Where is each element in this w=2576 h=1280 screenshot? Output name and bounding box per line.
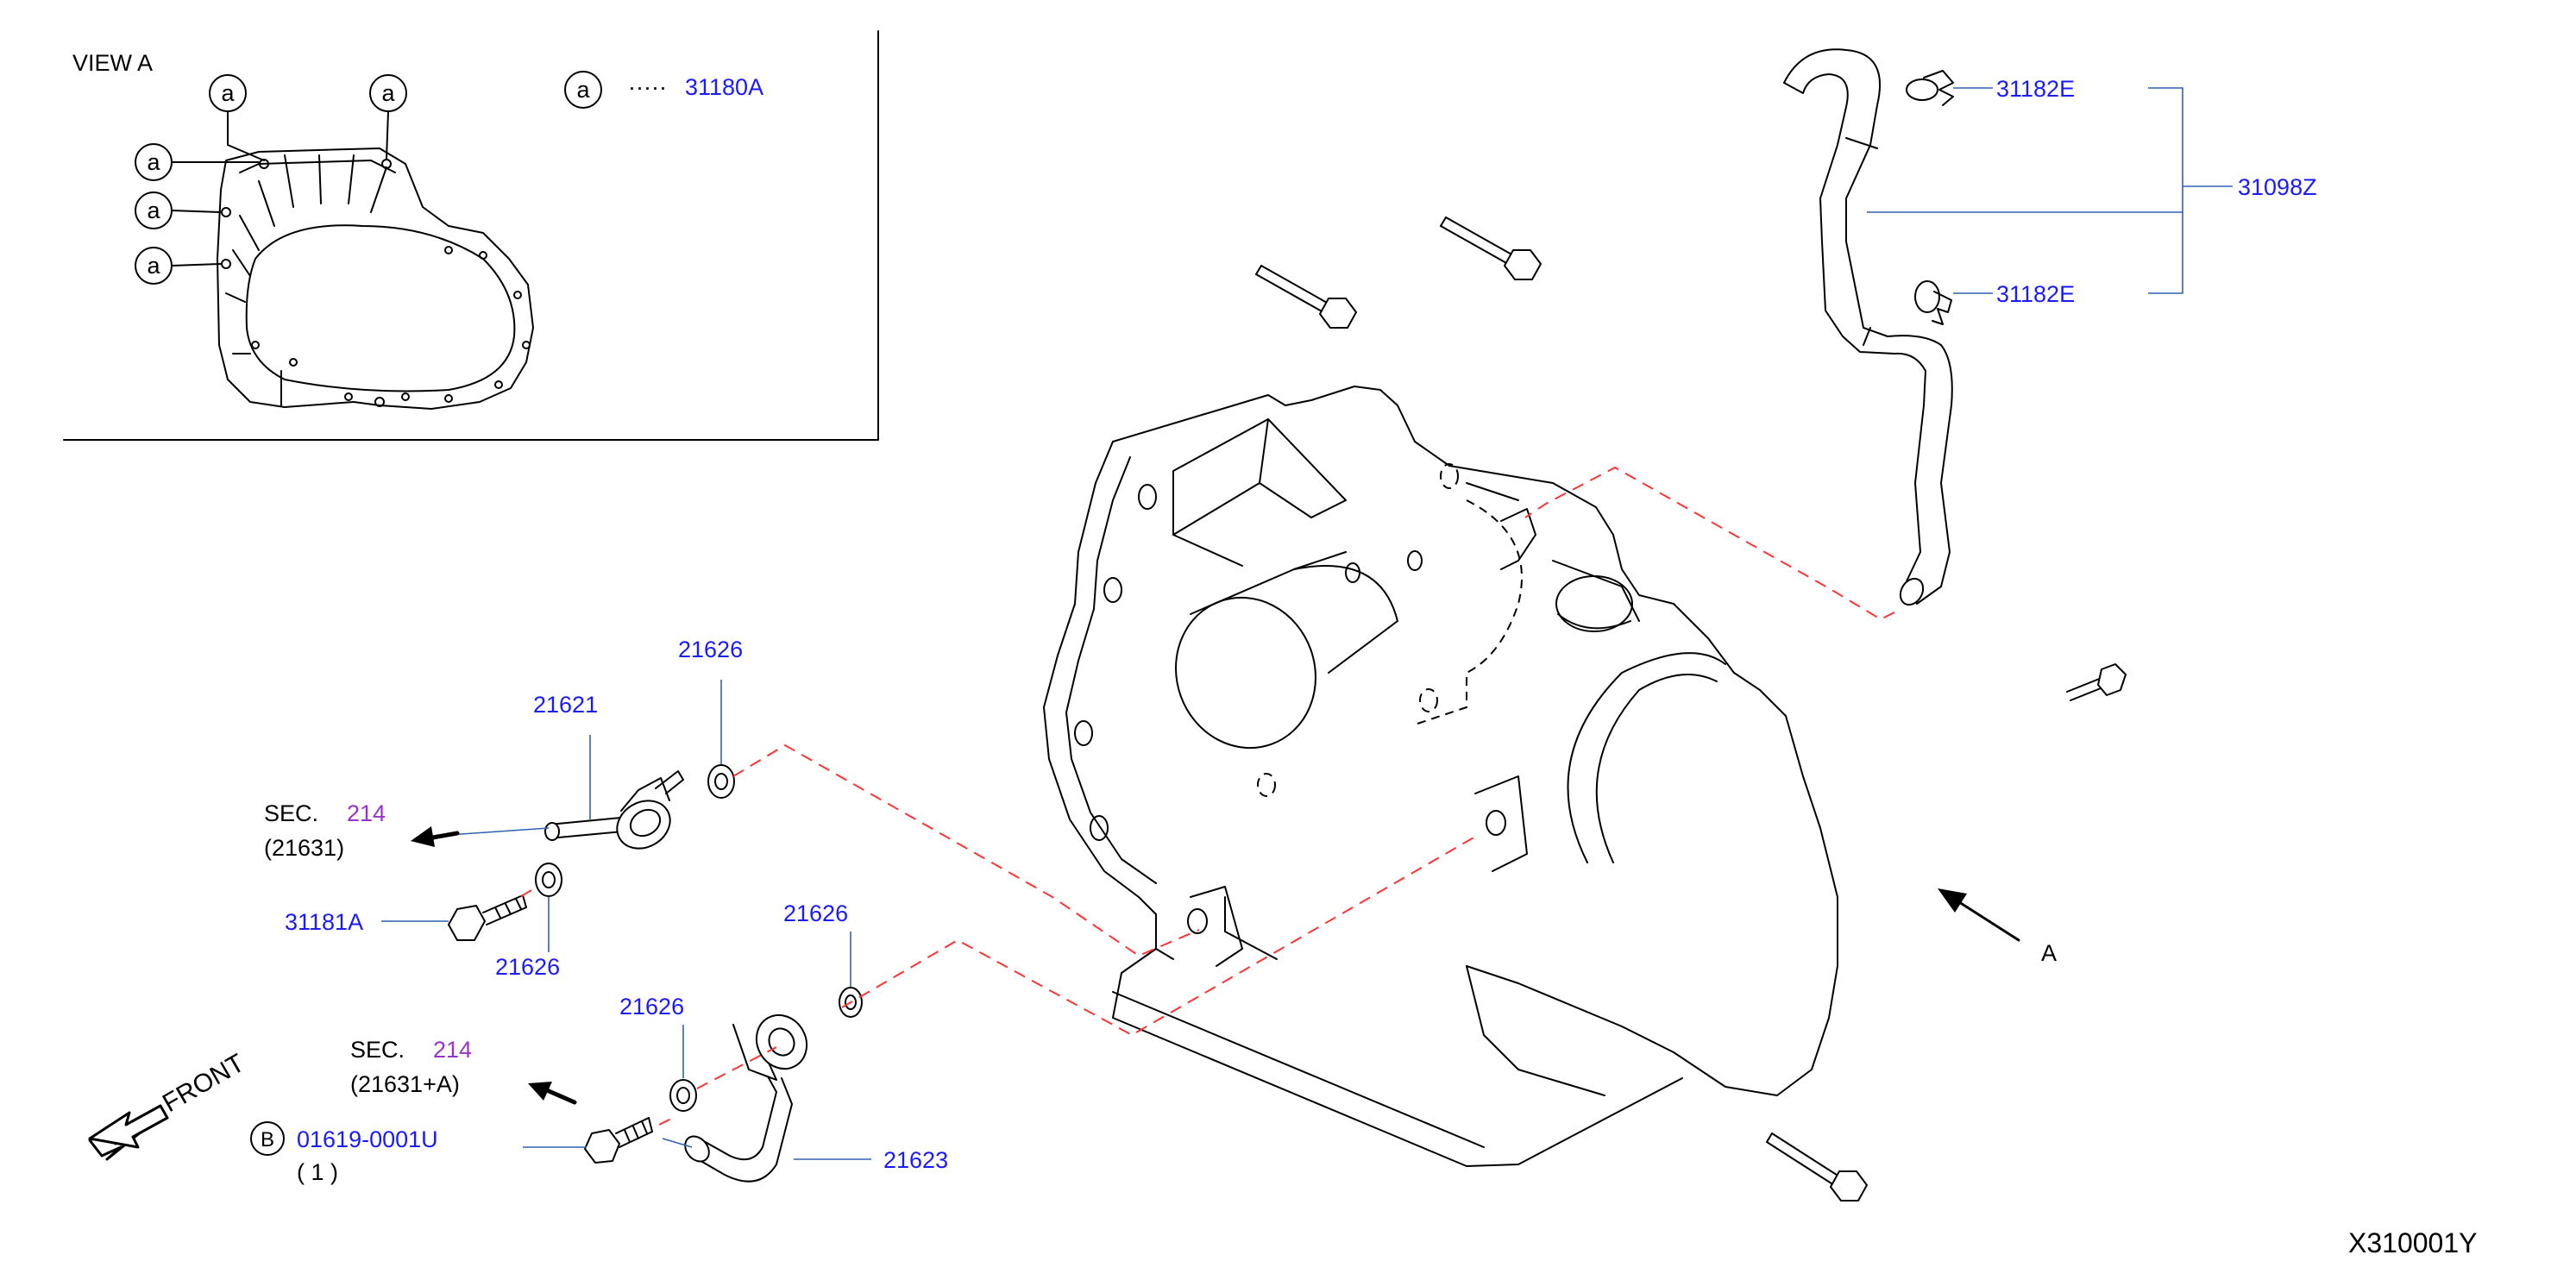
legend-marker-a: a <box>564 71 602 109</box>
svg-text:a: a <box>147 149 160 175</box>
part-label-washer-mid[interactable]: 21626 <box>495 954 560 980</box>
housing-face-drawing <box>217 147 534 410</box>
view-a-inset: VIEW A a <box>63 30 879 441</box>
washer-low-drawing <box>669 1079 697 1112</box>
svg-text:B: B <box>261 1128 274 1151</box>
legend-part-number[interactable]: 31180A <box>685 74 763 100</box>
front-label: FRONT <box>158 1049 249 1118</box>
part-label-pipe-lower[interactable]: 21623 <box>883 1147 948 1173</box>
sec-lower-ref: (21631+A) <box>350 1071 460 1097</box>
bolt-bottom-drawing <box>584 1117 653 1164</box>
svg-text:a: a <box>381 80 395 106</box>
bolt-left-drawing <box>448 894 527 941</box>
sec-upper-ref: (21631) <box>264 835 344 861</box>
part-label-pipe-upper[interactable]: 21621 <box>533 692 598 718</box>
bolt-top-mid-drawing <box>1440 216 1542 280</box>
view-a-arrow <box>1938 888 2020 942</box>
breather-hose-drawing <box>1783 48 1953 606</box>
part-label-clip-upper[interactable]: 31182E <box>1996 76 2075 102</box>
marker-a-1: a <box>209 74 265 161</box>
part-label-washer-top[interactable]: 21626 <box>678 637 743 662</box>
cooler-pipe-upper-drawing <box>544 770 684 850</box>
svg-text:a: a <box>576 77 590 103</box>
bolt-bottom-right-drawing <box>1766 1133 1868 1202</box>
washer-mid-drawing <box>535 863 562 897</box>
bolt-right-drawing <box>2066 663 2127 701</box>
part-label-washer-low[interactable]: 21626 <box>619 994 684 1020</box>
sec-arrow-lower <box>528 1082 577 1105</box>
sec-lower-number[interactable]: 214 <box>433 1037 472 1063</box>
diagram-id: X310001Y <box>2348 1227 2477 1258</box>
leader-lines <box>381 87 2233 1160</box>
part-label-bolt-bottom[interactable]: 01619-0001U <box>297 1126 438 1152</box>
svg-text:a: a <box>147 253 160 279</box>
hose-clip-lower-drawing <box>1914 280 1952 325</box>
part-label-hose-assembly[interactable]: 31098Z <box>2238 174 2317 200</box>
part-label-washer-right[interactable]: 21626 <box>783 900 848 926</box>
part-label-bolt-left[interactable]: 31181A <box>285 909 363 935</box>
marker-a-5: a <box>135 247 222 285</box>
sec-arrow-upper <box>411 826 460 847</box>
svg-text:a: a <box>221 80 235 106</box>
bolt-top-left-drawing <box>1255 265 1357 329</box>
sec-lower-label: SEC. <box>350 1037 405 1063</box>
hose-clip-upper-drawing <box>1906 70 1954 106</box>
sec-upper-label: SEC. <box>264 800 318 826</box>
legend-dots: ····· <box>628 74 667 100</box>
sec-upper-number[interactable]: 214 <box>347 800 386 826</box>
cooler-pipe-lower-drawing <box>684 1013 808 1183</box>
transmission-case-drawing <box>1043 386 1838 1167</box>
washer-upper-drawing <box>707 764 735 799</box>
view-a-title: VIEW A <box>72 50 153 76</box>
marker-a-4: a <box>135 191 222 229</box>
marker-b: B <box>250 1121 285 1156</box>
bolt-bottom-qty: ( 1 ) <box>297 1159 338 1185</box>
marker-a-3: a <box>135 143 260 181</box>
hidden-path-lines <box>513 466 1895 1126</box>
front-arrow-icon <box>88 1104 169 1161</box>
marker-a-2: a <box>369 74 407 160</box>
part-label-clip-lower[interactable]: 31182E <box>1996 281 2075 307</box>
view-arrow-label: A <box>2041 940 2057 966</box>
svg-text:a: a <box>147 198 160 223</box>
